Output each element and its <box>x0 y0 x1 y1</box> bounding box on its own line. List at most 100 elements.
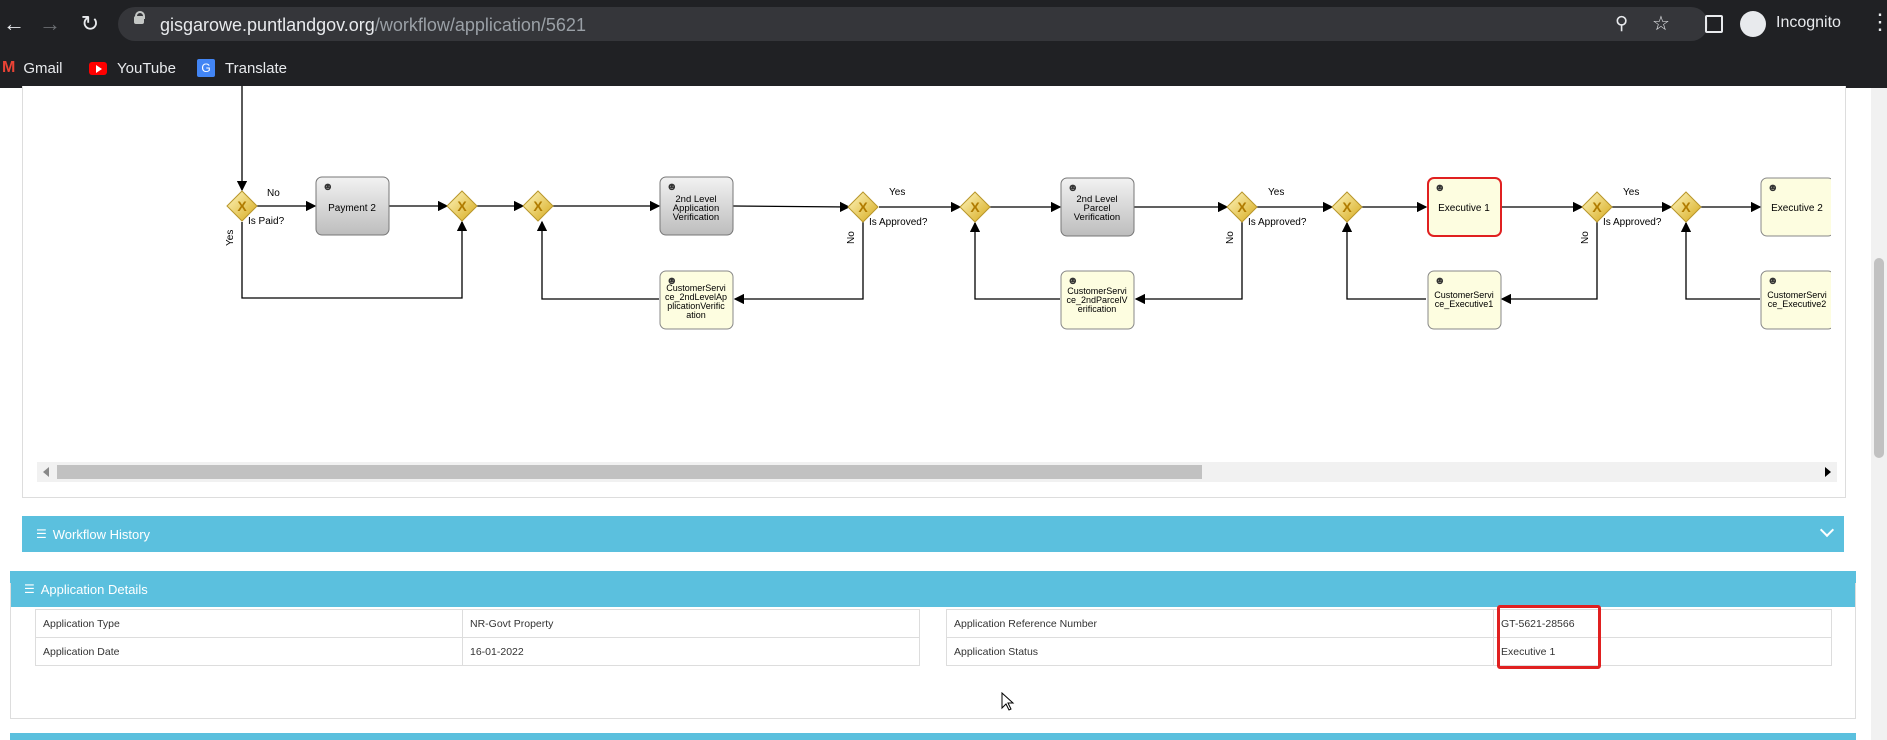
url-text[interactable]: gisgarowe.puntlandgov.org/workflow/appli… <box>160 15 586 36</box>
user-task-icon: ☻ <box>1434 275 1446 287</box>
url-path: /workflow/application/5621 <box>374 15 586 35</box>
field-value: 16-01-2022 <box>462 637 920 666</box>
svg-text:X: X <box>858 199 868 215</box>
svg-text:Is Approved?: Is Approved? <box>1248 217 1307 228</box>
svg-text:X: X <box>1592 199 1602 215</box>
svg-text:ce_Executive1: ce_Executive1 <box>1435 299 1494 309</box>
user-task-icon: ☻ <box>1434 182 1446 194</box>
gateway-is-paid[interactable]: X <box>226 190 258 222</box>
svg-text:X: X <box>533 198 543 214</box>
back-icon[interactable]: ← <box>3 11 25 36</box>
zoom-icon[interactable]: ⚲ <box>1615 13 1629 33</box>
field-value: Executive 1 <box>1493 637 1832 666</box>
task-payment-2[interactable]: ☻ Payment 2 <box>315 176 390 236</box>
bookmark-label: Translate <box>225 59 287 77</box>
field-label: Application Reference Number <box>946 609 1494 638</box>
bookmark-label: Gmail <box>23 59 63 77</box>
highlight-box <box>1497 605 1601 669</box>
star-icon[interactable]: ☆ <box>1652 13 1670 35</box>
task-cs-2nd-level-application-verification[interactable]: ☻ CustomerServi ce_2ndLevelAp plicationV… <box>659 270 734 330</box>
svg-text:erification: erification <box>1078 304 1117 314</box>
svg-text:CustomerServi: CustomerServi <box>1067 286 1127 296</box>
url-host: gisgarowe.puntlandgov.org <box>160 15 375 35</box>
task-executive-1-active[interactable]: ☻ Executive 1 <box>1427 177 1502 237</box>
bookmark-gmail[interactable]: M Gmail <box>2 56 63 80</box>
svg-text:2nd Level: 2nd Level <box>675 194 716 205</box>
svg-text:Executive 1: Executive 1 <box>1438 203 1490 214</box>
mouse-cursor-icon <box>1001 692 1015 711</box>
profile-label[interactable]: Incognito <box>1776 14 1841 31</box>
svg-text:No: No <box>846 231 857 244</box>
svg-text:Verification: Verification <box>673 212 719 223</box>
gateway-merge-2[interactable]: X <box>522 190 554 222</box>
menu-icon[interactable]: ⋮ <box>1869 9 1887 34</box>
task-cs-executive-2[interactable]: ☻ CustomerServi ce_Executive2 <box>1760 270 1835 330</box>
gateway-is-approved-2[interactable]: X <box>847 191 879 223</box>
svg-text:X: X <box>457 198 467 214</box>
gateway-is-approved-3[interactable]: X <box>1226 191 1258 223</box>
field-value: NR-Govt Property <box>462 609 920 638</box>
scrollbar-thumb[interactable] <box>57 465 1202 479</box>
forward-icon[interactable]: → <box>39 11 61 36</box>
svg-text:ce_2ndLevelAp: ce_2ndLevelAp <box>665 292 727 302</box>
svg-text:Is Paid?: Is Paid? <box>248 216 285 227</box>
field-label: Application Status <box>946 637 1494 666</box>
chevron-down-icon[interactable] <box>1819 522 1835 538</box>
scroll-right-icon[interactable] <box>1825 467 1831 477</box>
svg-text:Yes: Yes <box>225 230 236 246</box>
table-row: Application Status Executive 1 <box>946 637 1832 666</box>
gmail-icon: M <box>2 59 16 76</box>
scrollbar-thumb[interactable] <box>1874 258 1884 458</box>
task-cs-2nd-parcel-verification[interactable]: ☻ CustomerServi ce_2ndParcelV erificatio… <box>1060 270 1135 330</box>
user-task-icon: ☻ <box>666 181 678 193</box>
table-row: Application Reference Number GT-5621-285… <box>946 609 1832 638</box>
bookmark-translate[interactable]: G Translate <box>197 56 287 80</box>
field-label: Application Date <box>35 637 463 666</box>
user-task-icon: ☻ <box>1067 182 1079 194</box>
task-2nd-level-application-verification[interactable]: ☻ 2nd Level Application Verification <box>659 176 734 236</box>
gateway-merge-4[interactable]: X <box>1331 191 1363 223</box>
list-icon: ☰ <box>24 582 35 596</box>
youtube-icon <box>89 61 107 75</box>
flow-labels: No Is Paid? Yes Yes Is Approved? No Yes … <box>225 187 1662 246</box>
svg-text:plicationVerific: plicationVerific <box>667 301 725 311</box>
user-task-icon: ☻ <box>1767 182 1779 194</box>
svg-text:CustomerServi: CustomerServi <box>666 283 726 293</box>
gateway-is-approved-4[interactable]: X <box>1581 191 1613 223</box>
svg-text:X: X <box>1342 199 1352 215</box>
side-panel-icon[interactable] <box>1705 15 1723 33</box>
task-cs-executive-1[interactable]: ☻ CustomerServi ce_Executive1 <box>1427 270 1502 330</box>
scroll-left-icon[interactable] <box>43 467 49 477</box>
application-details-header[interactable]: ☰ Application Details <box>10 571 1856 607</box>
translate-icon: G <box>197 59 215 77</box>
svg-text:2nd Level: 2nd Level <box>1076 194 1117 205</box>
svg-text:Yes: Yes <box>1623 187 1639 198</box>
svg-text:No: No <box>1580 231 1591 244</box>
svg-text:ce_Executive2: ce_Executive2 <box>1768 299 1827 309</box>
bookmark-youtube[interactable]: YouTube <box>89 56 176 80</box>
gateway-merge-5[interactable]: X <box>1670 191 1702 223</box>
svg-text:CustomerServi: CustomerServi <box>1434 290 1494 300</box>
svg-text:ce_2ndParcelV: ce_2ndParcelV <box>1066 295 1127 305</box>
task-executive-2[interactable]: ☻ Executive 2 <box>1760 177 1835 237</box>
address-bar[interactable]: gisgarowe.puntlandgov.org/workflow/appli… <box>118 7 1708 41</box>
gateway-merge-1[interactable]: X <box>446 190 478 222</box>
svg-text:X: X <box>1237 199 1247 215</box>
table-row: Application Type NR-Govt Property <box>35 609 920 638</box>
next-panel-header[interactable] <box>10 733 1856 740</box>
details-table-left: Application Type NR-Govt Property Applic… <box>35 609 920 666</box>
svg-text:Is Approved?: Is Approved? <box>869 217 928 228</box>
svg-text:Is Approved?: Is Approved? <box>1603 217 1662 228</box>
svg-text:No: No <box>267 188 280 199</box>
task-2nd-level-parcel-verification[interactable]: ☻ 2nd Level Parcel Verification <box>1060 177 1135 237</box>
table-row: Application Date 16-01-2022 <box>35 637 920 666</box>
bookmark-label: YouTube <box>117 59 176 77</box>
workflow-history-header[interactable]: ☰ Workflow History <box>22 516 1844 552</box>
user-task-icon: ☻ <box>666 275 678 287</box>
reload-icon[interactable]: ↻ <box>80 11 100 36</box>
page-vertical-scrollbar[interactable] <box>1871 88 1887 740</box>
svg-text:Yes: Yes <box>1268 187 1284 198</box>
list-icon: ☰ <box>36 527 47 541</box>
diagram-horizontal-scrollbar[interactable] <box>37 462 1837 482</box>
gateway-merge-3[interactable]: X <box>959 191 991 223</box>
